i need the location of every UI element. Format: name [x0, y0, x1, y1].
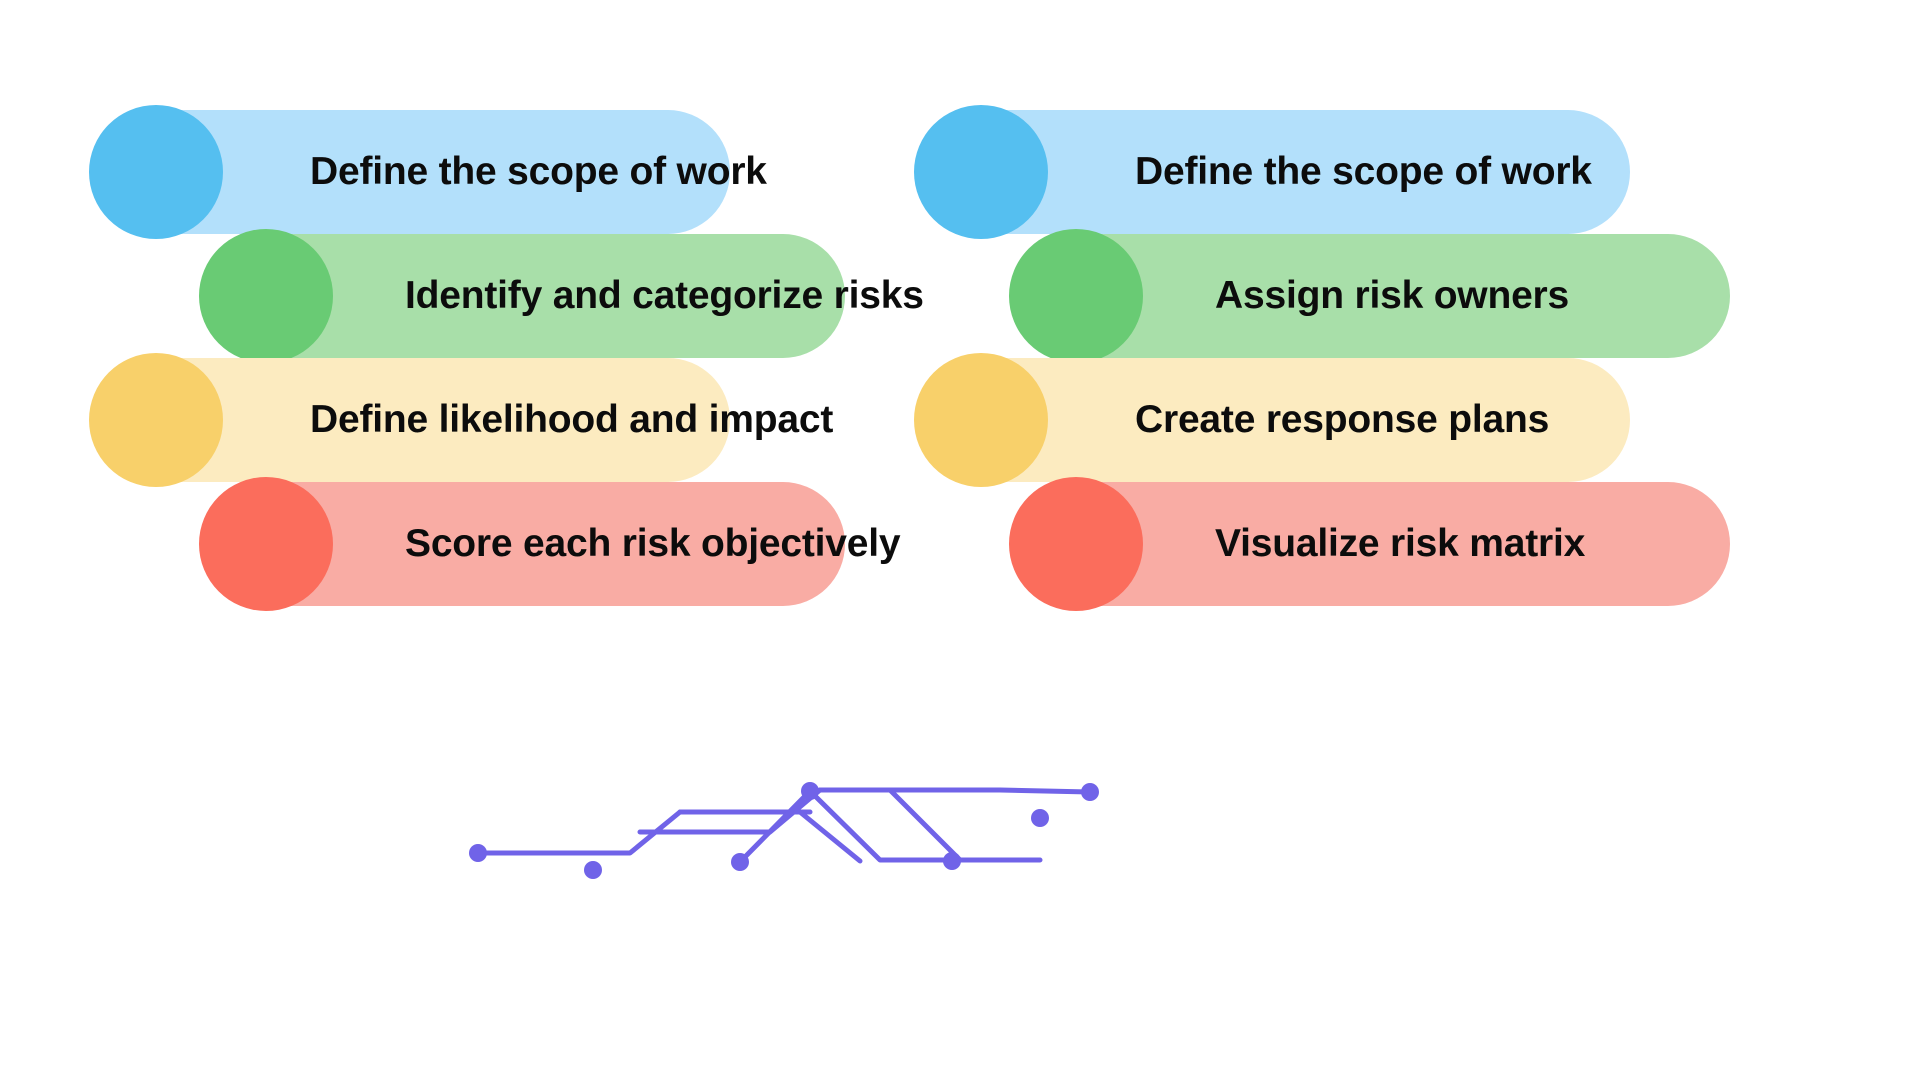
step-bullet-blue-icon	[89, 105, 223, 239]
step-label: Identify and categorize risks	[405, 274, 924, 317]
step-row[interactable]: Create response plans	[914, 353, 1630, 487]
circuit-trace	[817, 787, 1003, 863]
circuit-graphic	[440, 760, 1140, 910]
step-label: Define the scope of work	[310, 150, 767, 193]
circuit-node-icon	[801, 782, 819, 800]
step-label: Score each risk objectively	[405, 522, 901, 565]
step-label: Define likelihood and impact	[310, 398, 834, 441]
step-bullet-blue-icon	[914, 105, 1048, 239]
circuit-node-icon	[731, 853, 749, 871]
step-label: Assign risk owners	[1215, 274, 1570, 317]
step-bullet-red-icon	[199, 477, 333, 611]
step-label: Define the scope of work	[1135, 150, 1592, 193]
step-bullet-red-icon	[1009, 477, 1143, 611]
circuit-trace	[737, 788, 813, 865]
step-row[interactable]: Assign risk owners	[1009, 229, 1730, 363]
step-bullet-yellow-icon	[914, 353, 1048, 487]
step-row[interactable]: Score each risk objectively	[199, 477, 901, 611]
circuit-node-icon	[943, 852, 961, 870]
step-bullet-yellow-icon	[89, 353, 223, 487]
circuit-node-icon	[1031, 809, 1049, 827]
step-label: Create response plans	[1135, 398, 1550, 441]
circuit-svg	[469, 782, 1099, 879]
step-row[interactable]: Define the scope of work	[914, 105, 1630, 239]
circuit-node-icon	[469, 844, 487, 862]
step-bullet-green-icon	[1009, 229, 1143, 363]
step-row[interactable]: Visualize risk matrix	[1009, 477, 1730, 611]
step-row[interactable]: Define likelihood and impact	[89, 353, 833, 487]
circuit-node-icon	[1081, 783, 1099, 801]
circuit-node-icon	[584, 861, 602, 879]
circuit-trace	[677, 809, 863, 864]
step-label: Visualize risk matrix	[1215, 522, 1586, 565]
step-row[interactable]: Identify and categorize risks	[199, 229, 924, 363]
step-bullet-green-icon	[199, 229, 333, 363]
step-row[interactable]: Define the scope of work	[89, 105, 767, 239]
